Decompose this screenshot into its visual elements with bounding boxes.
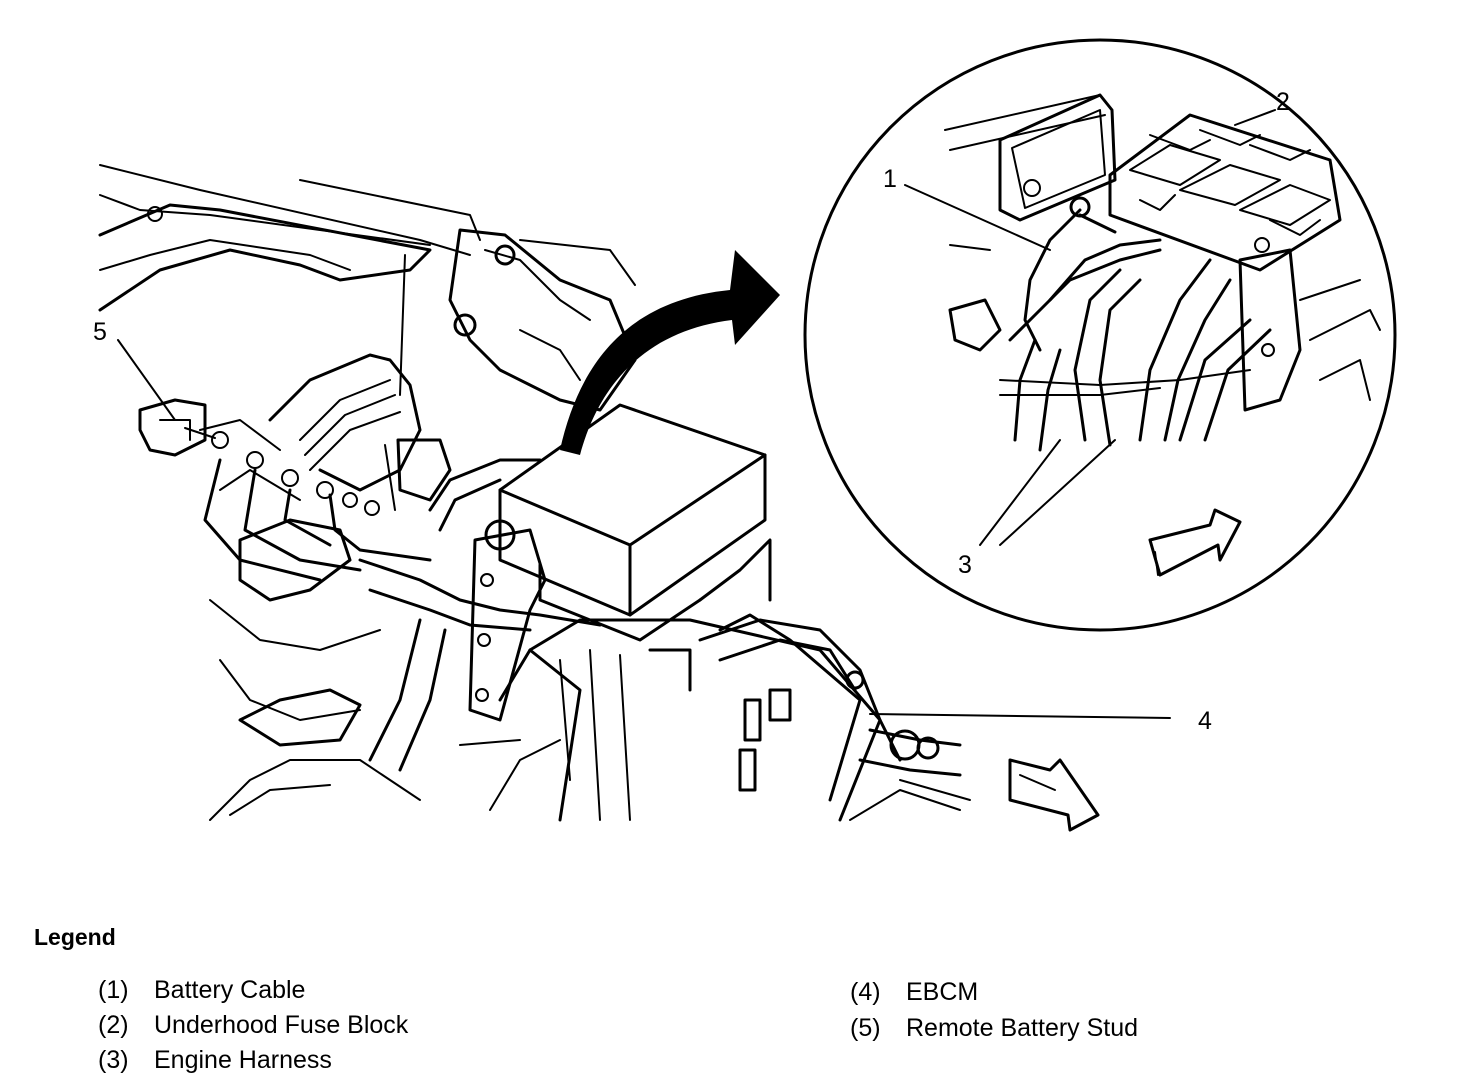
legend-item-number: (2) <box>98 1011 129 1039</box>
legend-item-number: (1) <box>98 976 129 1004</box>
legend-title: Legend <box>34 924 116 950</box>
legend-item-number: (4) <box>850 978 881 1006</box>
legend-item-label: Engine Harness <box>154 1046 332 1074</box>
callout-3: 3 <box>958 551 972 579</box>
legend-item-number: (3) <box>98 1046 129 1074</box>
callout-1: 1 <box>883 165 897 193</box>
legend-item-2: (2) Underhood Fuse Block <box>98 1011 408 1040</box>
detail-inset <box>803 38 1397 632</box>
component-location-diagram: 5 1 2 3 4 <box>93 38 1397 832</box>
legend-item-4: (4) EBCM <box>850 978 978 1007</box>
legend-item-label: Battery Cable <box>154 976 306 1004</box>
legend-item-number: (5) <box>850 1014 881 1042</box>
legend-item-label: Underhood Fuse Block <box>154 1011 409 1039</box>
legend-item-1: (1) Battery Cable <box>98 976 305 1005</box>
leader-lines <box>117 109 1276 719</box>
callout-4: 4 <box>1198 707 1212 735</box>
legend-item-label: EBCM <box>906 978 979 1006</box>
legend-item-label: Remote Battery Stud <box>906 1014 1139 1042</box>
callout-2: 2 <box>1276 88 1290 116</box>
engine-compartment-illustration <box>98 164 1100 832</box>
callout-5: 5 <box>93 318 107 346</box>
legend-item-5: (5) Remote Battery Stud <box>850 1014 1138 1043</box>
legend-item-3: (3) Engine Harness <box>98 1046 332 1075</box>
